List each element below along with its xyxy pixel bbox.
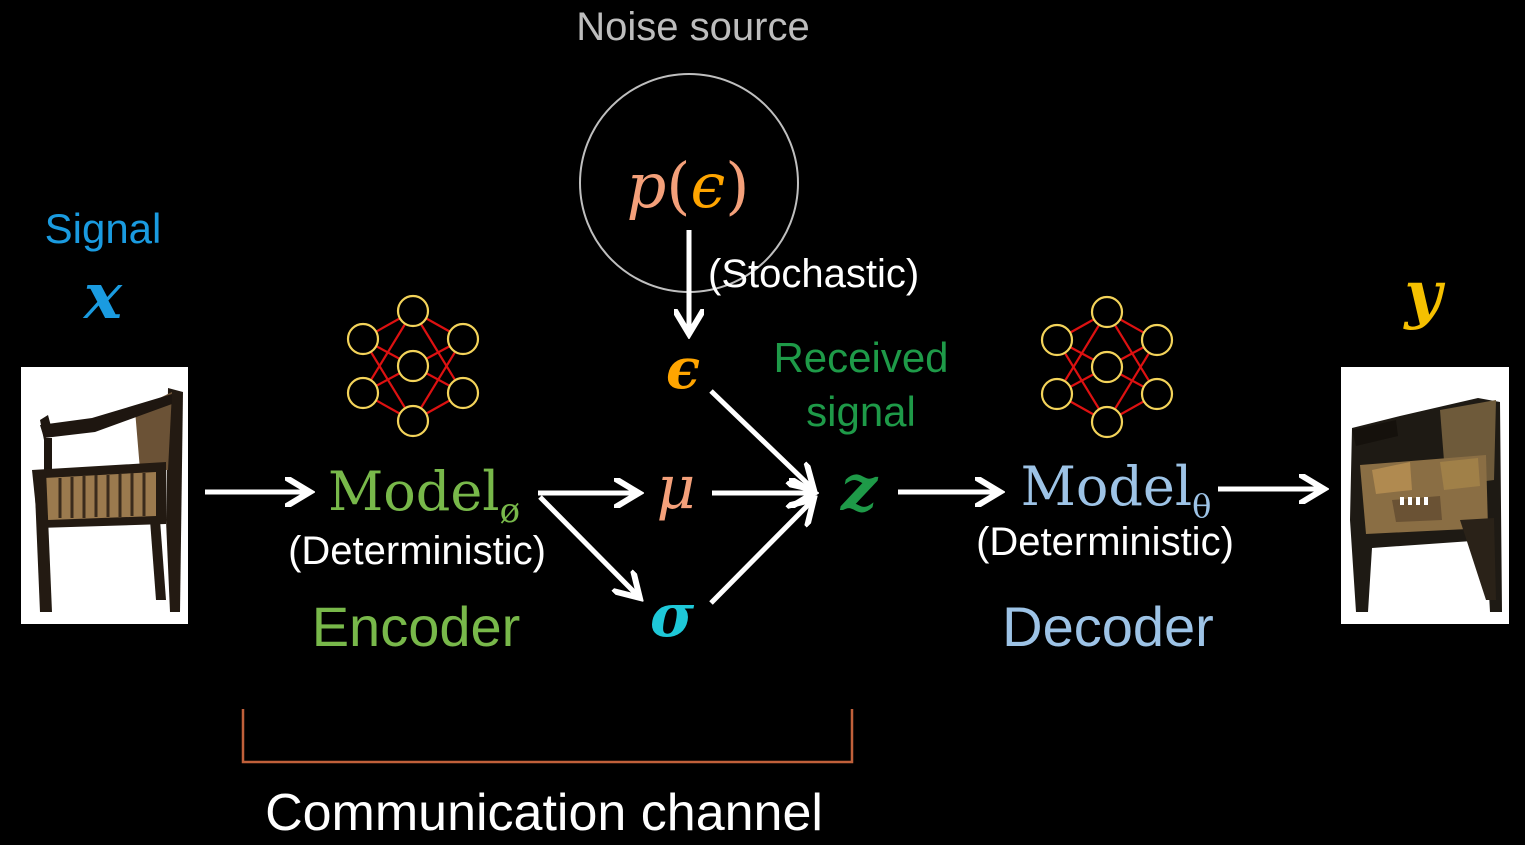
arrow-encoder-to-sigma <box>538 495 637 595</box>
epsilon-symbol: ϵ <box>666 336 700 402</box>
z-symbol: z <box>840 451 879 526</box>
noise-source-title: Noise source <box>576 5 809 49</box>
encoder-neural-network-icon <box>346 294 480 438</box>
communication-channel-bracket <box>241 709 854 764</box>
input-armchair-image <box>21 367 188 624</box>
decoder-mode-label: (Deterministic) <box>976 520 1234 564</box>
received-signal-label-line1: Received <box>773 334 948 381</box>
encoder-mode-label: (Deterministic) <box>288 529 546 573</box>
received-signal-label-line2: signal <box>806 388 916 435</box>
arrow-epsilon-to-z <box>709 389 811 487</box>
encoder-model-subscript: ø <box>500 491 520 531</box>
mu-symbol: μ <box>657 453 696 523</box>
signal-x-symbol: x <box>82 259 123 334</box>
output-y-symbol: y <box>1402 257 1445 332</box>
encoder-model-label: Modelø <box>328 460 520 531</box>
decoder-model-label: Modelθ <box>1021 455 1212 525</box>
output-reconstructed-image <box>1341 367 1509 624</box>
arrow-sigma-to-z <box>709 502 811 605</box>
formula-close-paren: ) <box>725 149 749 222</box>
communication-channel-label: Communication channel <box>265 784 823 842</box>
encoder-title: Encoder <box>312 595 521 658</box>
sigma-symbol: σ <box>650 581 695 651</box>
noise-distribution-formula: p(ϵ) <box>627 149 750 222</box>
formula-p: p <box>627 149 667 222</box>
stochastic-label: (Stochastic) <box>708 252 919 296</box>
signal-label: Signal <box>45 205 162 252</box>
formula-epsilon: ϵ <box>690 149 725 222</box>
decoder-neural-network-icon <box>1040 295 1174 439</box>
formula-open-paren: ( <box>666 149 690 222</box>
decoder-title: Decoder <box>1002 595 1214 658</box>
decoder-model-subscript: θ <box>1192 487 1211 525</box>
